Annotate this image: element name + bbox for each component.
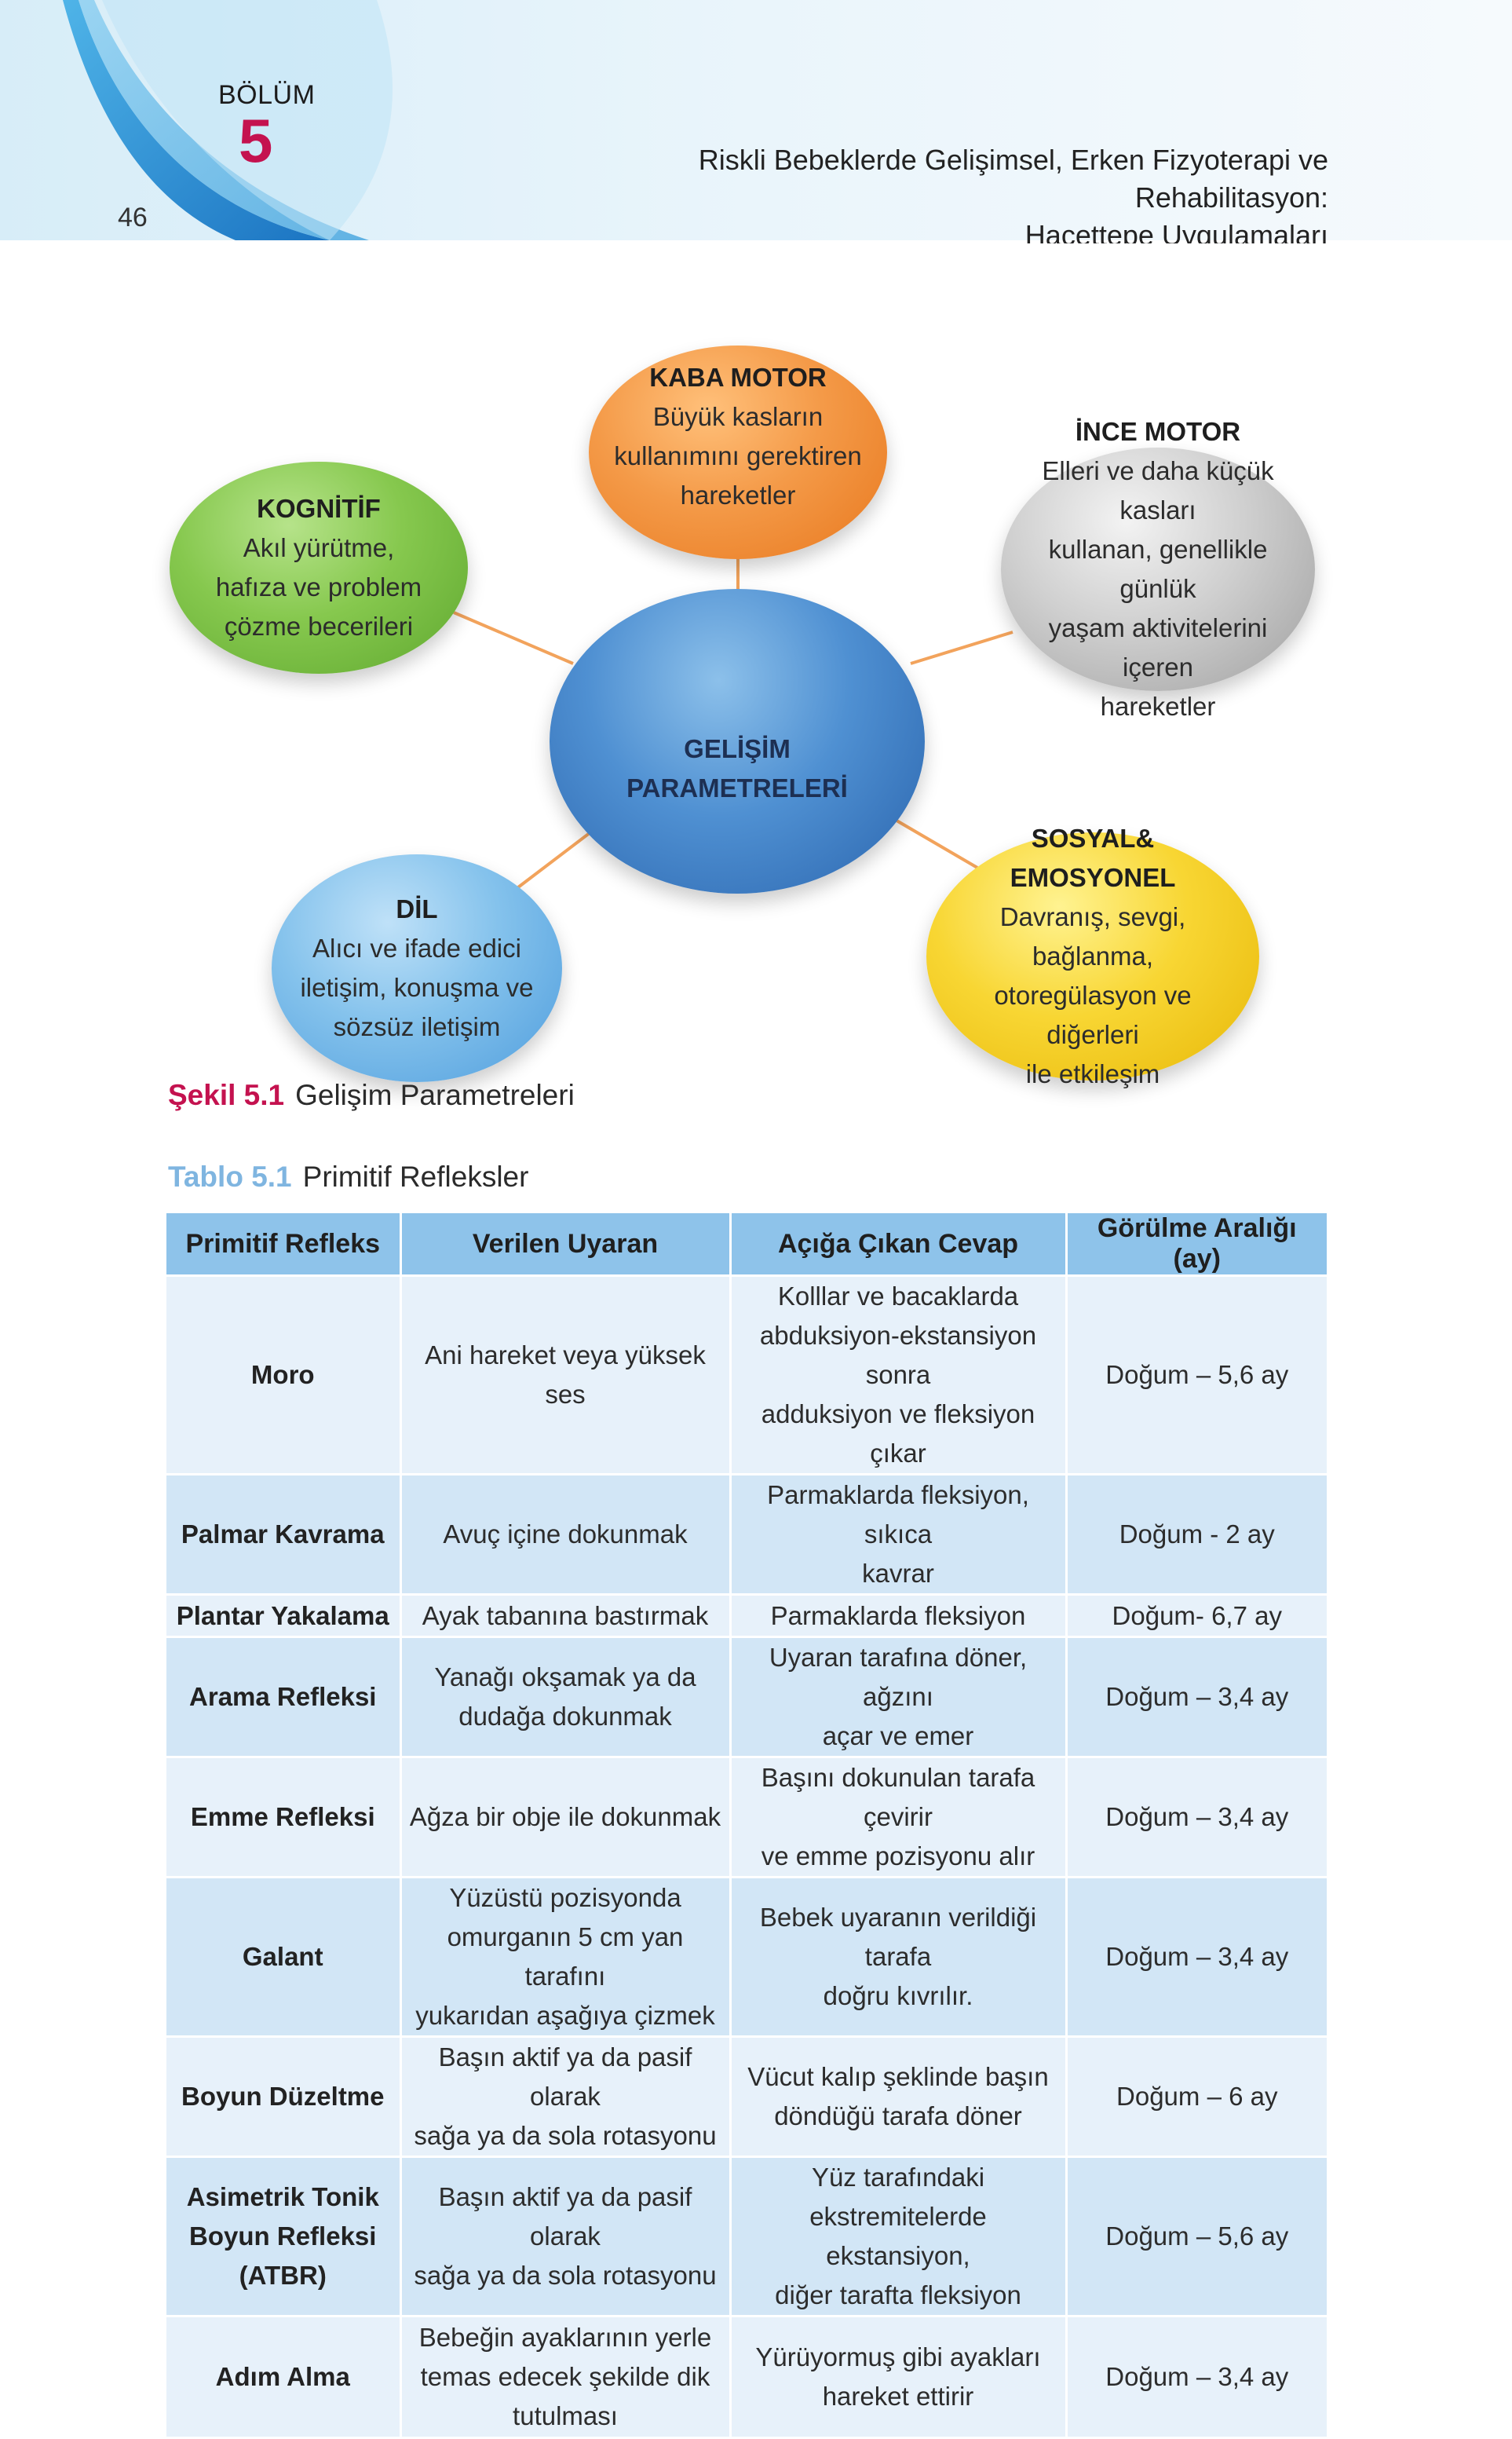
bubble-kognitif: KOGNİTİF Akıl yürütme, hafıza ve problem… [170,462,468,674]
table-cell: Plantar Yakalama [166,1594,402,1638]
table-cell: Galant [166,1877,402,2038]
connector-sosyal [882,811,979,869]
connector-kognitif [453,611,574,665]
table-cell: Doğum – 5,6 ay [1066,1275,1327,1475]
table-cell: Doğum – 3,4 ay [1066,1877,1327,2038]
table-row: Plantar Yakalama Ayak tabanına bastırmak… [166,1594,1327,1638]
table-header-cell: Verilen Uyaran [400,1213,732,1277]
bubble-center-title-line2: PARAMETRELERİ [626,773,848,803]
table-cell: Başın aktif ya da pasif olarak sağa ya d… [400,2156,732,2317]
bubble-kognitif-title: KOGNİTİF [257,494,381,523]
book-title-line2: Hacettepe Uygulamaları [1024,219,1328,243]
connector-ince-motor [910,631,1013,665]
table-cell: Doğum – 3,4 ay [1066,2316,1327,2439]
chapter-label: BÖLÜM [218,80,316,110]
bubble-ince-motor: İNCE MOTOR Elleri ve daha küçük kasları … [1001,417,1315,721]
table-cell: Yüzüstü pozisyonda omurganın 5 cm yan ta… [400,1877,732,2038]
table-cell: Doğum – 6 ay [1066,2036,1327,2158]
table-cell: Bebek uyaranın verildiği tarafa doğru kı… [730,1877,1068,2038]
book-title: Riskli Bebeklerde Gelişimsel, Erken Fizy… [543,141,1328,243]
table-row: Adım Alma Bebeğin ayaklarının yerle tema… [166,2316,1327,2439]
table-cell: Boyun Düzeltme [166,2036,402,2158]
bubble-sosyal-desc: Davranış, sevgi, bağlanma, otoregülasyon… [994,902,1192,1088]
table-row: Moro Ani hareket veya yüksek ses Kolllar… [166,1275,1327,1475]
primitive-reflexes-table: Primitif Refleks Verilen Uyaran Açığa Çı… [166,1213,1327,2439]
bubble-dil-title: DİL [396,894,438,923]
table-cell: Doğum- 6,7 ay [1066,1594,1327,1638]
chapter-number: 5 [239,106,273,175]
table-cell: Parmaklarda fleksiyon, sıkıca kavrar [730,1474,1068,1596]
table-cell: Yanağı okşamak ya da dudağa dokunmak [400,1636,732,1758]
table-cell: Başın aktif ya da pasif olarak sağa ya d… [400,2036,732,2158]
bubble-dil-desc: Alıcı ve ifade edici iletişim, konuşma v… [300,934,534,1041]
table-row: Asimetrik Tonik Boyun Refleksi (ATBR) Ba… [166,2156,1327,2317]
table-cell: Ani hareket veya yüksek ses [400,1275,732,1475]
table-caption-text: Primitif Refleksler [302,1161,529,1193]
table-cell: Avuç içine dokunmak [400,1474,732,1596]
table-row: Boyun Düzeltme Başın aktif ya da pasif o… [166,2036,1327,2158]
bubble-kognitif-desc: Akıl yürütme, hafıza ve problem çözme be… [215,533,422,641]
table-cell: Kolllar ve bacaklarda abduksiyon-ekstans… [730,1275,1068,1475]
bubble-sosyal-title: SOSYAL& EMOSYONEL [1010,824,1176,892]
table-cell: Doğum - 2 ay [1066,1474,1327,1596]
bubble-sosyal-emosyonel: SOSYAL& EMOSYONEL Davranış, sevgi, bağla… [926,824,1259,1088]
figure-caption: Şekil 5.1 Gelişim Parametreleri [168,1079,575,1112]
table-header-cell: Görülme Aralığı (ay) [1066,1213,1327,1277]
page-number: 46 [118,203,148,232]
book-title-line1: Riskli Bebeklerde Gelişimsel, Erken Fizy… [698,144,1328,214]
table-cell: Doğum – 3,4 ay [1066,1636,1327,1758]
table-row: Galant Yüzüstü pozisyonda omurganın 5 cm… [166,1877,1327,2038]
table-cell: Ayak tabanına bastırmak [400,1594,732,1638]
table-cell: Moro [166,1275,402,1475]
figure-caption-number: Şekil 5.1 [168,1079,285,1111]
table-cell: Vücut kalıp şeklinde başın döndüğü taraf… [730,2036,1068,2158]
table-cell: Parmaklarda fleksiyon [730,1594,1068,1638]
bubble-center-title-line1: GELİŞİM [684,734,791,763]
table-cell: Ağza bir obje ile dokunmak [400,1757,732,1878]
table-cell: Doğum – 3,4 ay [1066,1757,1327,1878]
table-header-row: Primitif Refleks Verilen Uyaran Açığa Çı… [166,1213,1327,1277]
table-cell: Adım Alma [166,2316,402,2439]
figure-caption-text: Gelişim Parametreleri [295,1079,575,1111]
table-header-cell: Açığa Çıkan Cevap [730,1213,1068,1277]
table-cell: Asimetrik Tonik Boyun Refleksi (ATBR) [166,2156,402,2317]
table-cell: Başını dokunulan tarafa çevirir ve emme … [730,1757,1068,1878]
table-cell: Yürüyormuş gibi ayakları hareket ettirir [730,2316,1068,2439]
bubble-kaba-motor: KABA MOTOR Büyük kasların kullanımını ge… [589,346,887,559]
table-caption: Tablo 5.1 Primitif Refleksler [168,1161,528,1194]
table-row: Arama Refleksi Yanağı okşamak ya da duda… [166,1636,1327,1758]
table-caption-number: Tablo 5.1 [168,1161,292,1193]
table-row: Palmar Kavrama Avuç içine dokunmak Parma… [166,1474,1327,1596]
table-cell: Palmar Kavrama [166,1474,402,1596]
table-header-cell: Primitif Refleks [166,1213,402,1277]
development-parameters-diagram: KABA MOTOR Büyük kasların kullanımını ge… [0,314,1512,1088]
bubble-gelisim-parametreleri: GELİŞİM PARAMETRELERİ [550,589,925,894]
table-row: Emme Refleksi Ağza bir obje ile dokunmak… [166,1757,1327,1878]
bubble-kaba-motor-title: KABA MOTOR [649,363,827,392]
table-cell: Bebeğin ayaklarının yerle temas edecek ş… [400,2316,732,2439]
bubble-ince-motor-desc: Elleri ve daha küçük kasları kullanan, g… [1042,456,1274,721]
page-header: BÖLÜM 5 46 Riskli Bebeklerde Gelişimsel,… [0,0,1512,243]
bubble-kaba-motor-desc: Büyük kasların kullanımını gerektiren ha… [614,402,862,510]
bubble-ince-motor-title: İNCE MOTOR [1075,417,1241,446]
table-cell: Arama Refleksi [166,1636,402,1758]
bubble-dil: DİL Alıcı ve ifade edici iletişim, konuş… [272,854,562,1082]
table-cell: Emme Refleksi [166,1757,402,1878]
table-cell: Yüz tarafındaki ekstremitelerde ekstansi… [730,2156,1068,2317]
header-decoration [0,0,1512,240]
table-cell: Doğum – 5,6 ay [1066,2156,1327,2317]
table-cell: Uyaran tarafına döner, ağzını açar ve em… [730,1636,1068,1758]
